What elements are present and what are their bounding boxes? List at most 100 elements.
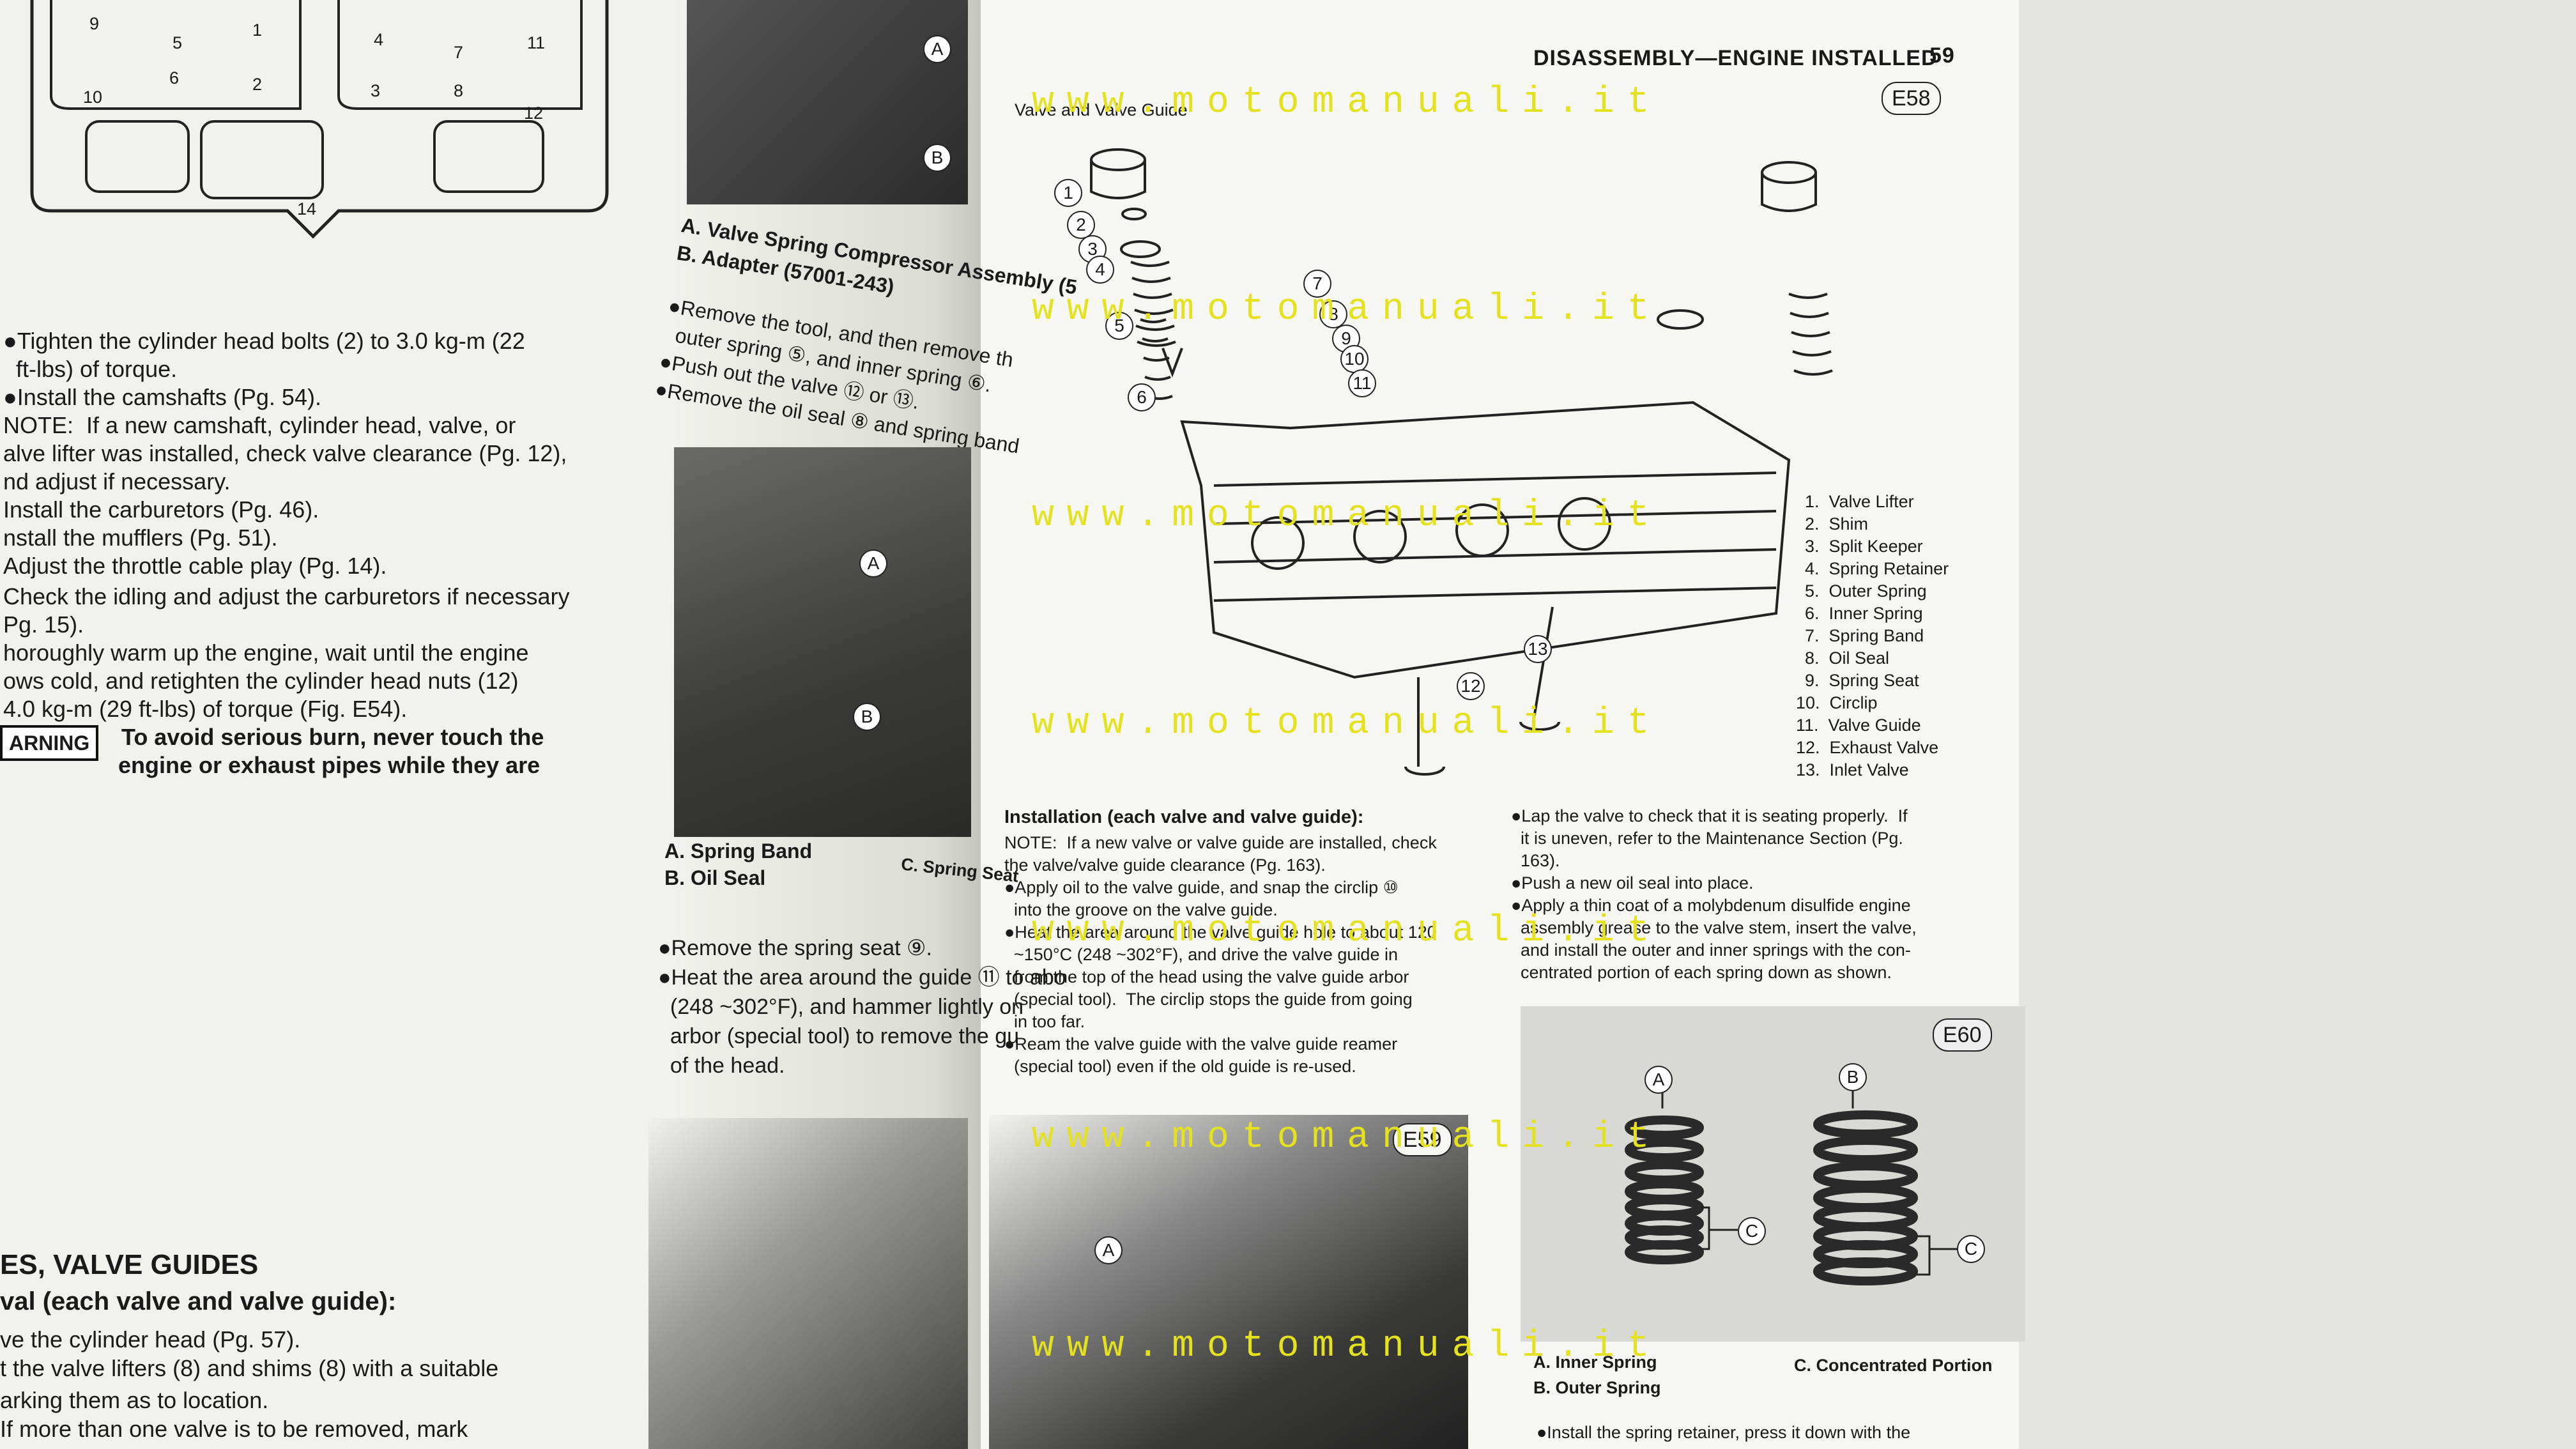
- text-line: arking them as to location.: [0, 1387, 269, 1413]
- text-line: t the valve lifters (8) and shims (8) wi…: [0, 1355, 499, 1381]
- step-line: ●Remove the spring seat ⑨.: [658, 936, 932, 960]
- figure-number: E59: [1393, 1123, 1452, 1156]
- parts-list: 1. Valve Lifter 2. Shim 3. Split Keeper …: [1796, 491, 1949, 781]
- text-line: into the groove on the valve guide.: [1004, 900, 1278, 919]
- diagram-label: 7: [454, 43, 464, 62]
- parts-list-item: 10. Circlip: [1796, 693, 1878, 712]
- parts-list-item: 12. Exhaust Valve: [1796, 738, 1939, 757]
- diagram-label: 11: [527, 33, 546, 52]
- text-line: in too far.: [1004, 1012, 1085, 1031]
- watermark: www.motomanuali.it: [1032, 1326, 1662, 1367]
- text-line: from the top of the head using the valve…: [1004, 967, 1409, 986]
- diagram-label: 8: [454, 81, 464, 100]
- watermark: www.motomanuali.it: [1032, 1117, 1662, 1158]
- valve-seat-photo: [674, 447, 971, 837]
- parts-list-item: 6. Inner Spring: [1805, 604, 1923, 623]
- caption-line: B. Oil Seal: [664, 866, 766, 889]
- diagram-label: 4: [374, 30, 384, 49]
- watermark: www.motomanuali.it: [1032, 910, 1662, 952]
- callout-11: 11: [1348, 369, 1376, 397]
- parts-list-item: 9. Spring Seat: [1805, 671, 1919, 690]
- diagram-label: 12: [524, 103, 544, 123]
- callout-7: 7: [1303, 270, 1331, 298]
- parts-list-item: 5. Outer Spring: [1805, 581, 1927, 601]
- text-line: ●Install the spring retainer, press it d…: [1537, 1423, 1911, 1442]
- text-line: (special tool). The circlip stops the gu…: [1004, 990, 1413, 1009]
- text-line: ●Push a new oil seal into place.: [1511, 873, 1754, 893]
- parts-list-item: 7. Spring Band: [1805, 626, 1924, 645]
- text-line: ●Install the camshafts (Pg. 54).: [3, 384, 321, 410]
- step-line: arbor (special tool) to remove the gu: [658, 1024, 1020, 1048]
- text-line: ows cold, and retighten the cylinder hea…: [3, 668, 519, 694]
- text-line: Install the carburetors (Pg. 46).: [3, 496, 319, 523]
- text-line: assembly grease to the valve stem, inser…: [1511, 918, 1917, 937]
- text-line: the valve/valve guide clearance (Pg. 163…: [1004, 855, 1326, 875]
- springs-illustration: [1625, 1086, 1961, 1285]
- callout-8: 8: [1319, 300, 1347, 328]
- text-line: ●Apply a thin coat of a molybdenum disul…: [1511, 896, 1911, 915]
- caption-line: A. Spring Band: [664, 839, 813, 862]
- watermark: www.motomanuali.it: [1032, 289, 1662, 330]
- page-header: DISASSEMBLY—ENGINE INSTALLED: [1533, 46, 1938, 70]
- photo-label-a: A: [859, 549, 887, 578]
- text-line: alve lifter was installed, check valve c…: [3, 440, 567, 466]
- figure-title: Valve and Valve Guide: [1015, 100, 1188, 119]
- caption-line: A. Inner Spring: [1533, 1353, 1657, 1372]
- section-heading: ES, VALVE GUIDES: [0, 1249, 259, 1280]
- text-line: and install the outer and inner springs …: [1511, 940, 1911, 960]
- figure-number: E58: [1882, 82, 1941, 115]
- photo-label-a: A: [923, 35, 951, 63]
- guide-removal-photo: [648, 1118, 968, 1449]
- diagram-label: 14: [297, 199, 317, 218]
- text-line: If more than one valve is to be removed,…: [0, 1416, 468, 1442]
- valve-exploded-diagram: [1090, 148, 1833, 776]
- text-line: nstall the mufflers (Pg. 51).: [3, 525, 278, 551]
- text-line: Pg. 15).: [3, 611, 84, 638]
- callout-12: 12: [1457, 672, 1485, 700]
- text-line: ●Ream the valve guide with the valve gui…: [1004, 1034, 1398, 1054]
- text-line: Check the idling and adjust the carburet…: [3, 583, 570, 610]
- text-line: ●Apply oil to the valve guide, and snap …: [1004, 878, 1399, 897]
- callout-10: 10: [1340, 345, 1368, 373]
- watermark: www.motomanuali.it: [1032, 82, 1662, 123]
- table-surface: [2019, 0, 2576, 1449]
- photo-label-c: C: [1738, 1217, 1766, 1245]
- parts-list-item: 4. Spring Retainer: [1805, 559, 1949, 578]
- text-line: NOTE: If a new camshaft, cylinder head, …: [3, 412, 516, 438]
- diagram-label: 3: [371, 81, 381, 100]
- watermark: www.motomanuali.it: [1032, 703, 1662, 744]
- text-line: horoughly warm up the engine, wait until…: [3, 640, 529, 666]
- watermark: www.motomanuali.it: [1032, 495, 1662, 537]
- figure-number: E60: [1933, 1018, 1992, 1052]
- photo-label-a: A: [1094, 1236, 1123, 1264]
- callout-2: 2: [1067, 211, 1095, 239]
- installation-heading: Installation (each valve and valve guide…: [1004, 807, 1364, 827]
- diagram-label: 10: [83, 88, 103, 107]
- text-line: NOTE: If a new valve or valve guide are …: [1004, 833, 1437, 852]
- text-line: ●Heat the area around the valve guide ho…: [1004, 923, 1437, 942]
- text-line: ~150°C (248 ~302°F), and drive the valve…: [1004, 945, 1398, 964]
- diagram-label: 2: [252, 75, 263, 94]
- step-line: (248 ~302°F), and hammer lightly on: [658, 995, 1024, 1019]
- callout-5: 5: [1105, 312, 1133, 340]
- text-line: 4.0 kg-m (29 ft-lbs) of torque (Fig. E54…: [3, 696, 408, 722]
- text-line: nd adjust if necessary.: [3, 468, 231, 494]
- text-line: ve the cylinder head (Pg. 57).: [0, 1326, 301, 1353]
- photo-label-c: C: [1957, 1235, 1985, 1263]
- text-line: ●Lap the valve to check that it is seati…: [1511, 806, 1908, 825]
- caption-line: C. Concentrated Portion: [1794, 1356, 1993, 1375]
- callout-4: 4: [1086, 256, 1114, 284]
- text-line: Adjust the throttle cable play (Pg. 14).: [3, 553, 387, 579]
- parts-list-item: 8. Oil Seal: [1805, 648, 1890, 668]
- warning-text: To avoid serious burn, never touch the: [121, 724, 544, 750]
- photo-label-b: B: [923, 144, 951, 172]
- warning-text: engine or exhaust pipes while they are: [118, 752, 540, 778]
- springs-photo: [1521, 1006, 2025, 1342]
- cylinder-head-bolt-diagram: [30, 0, 609, 239]
- parts-list-item: 2. Shim: [1805, 514, 1869, 533]
- step-line: ●Heat the area around the guide ⑪ to abo: [658, 965, 1066, 990]
- caption-line: B. Outer Spring: [1533, 1378, 1661, 1397]
- diagram-label: 5: [172, 33, 183, 52]
- photo-label-b: B: [1839, 1063, 1867, 1091]
- text-line: ●Tighten the cylinder head bolts (2) to …: [3, 328, 525, 354]
